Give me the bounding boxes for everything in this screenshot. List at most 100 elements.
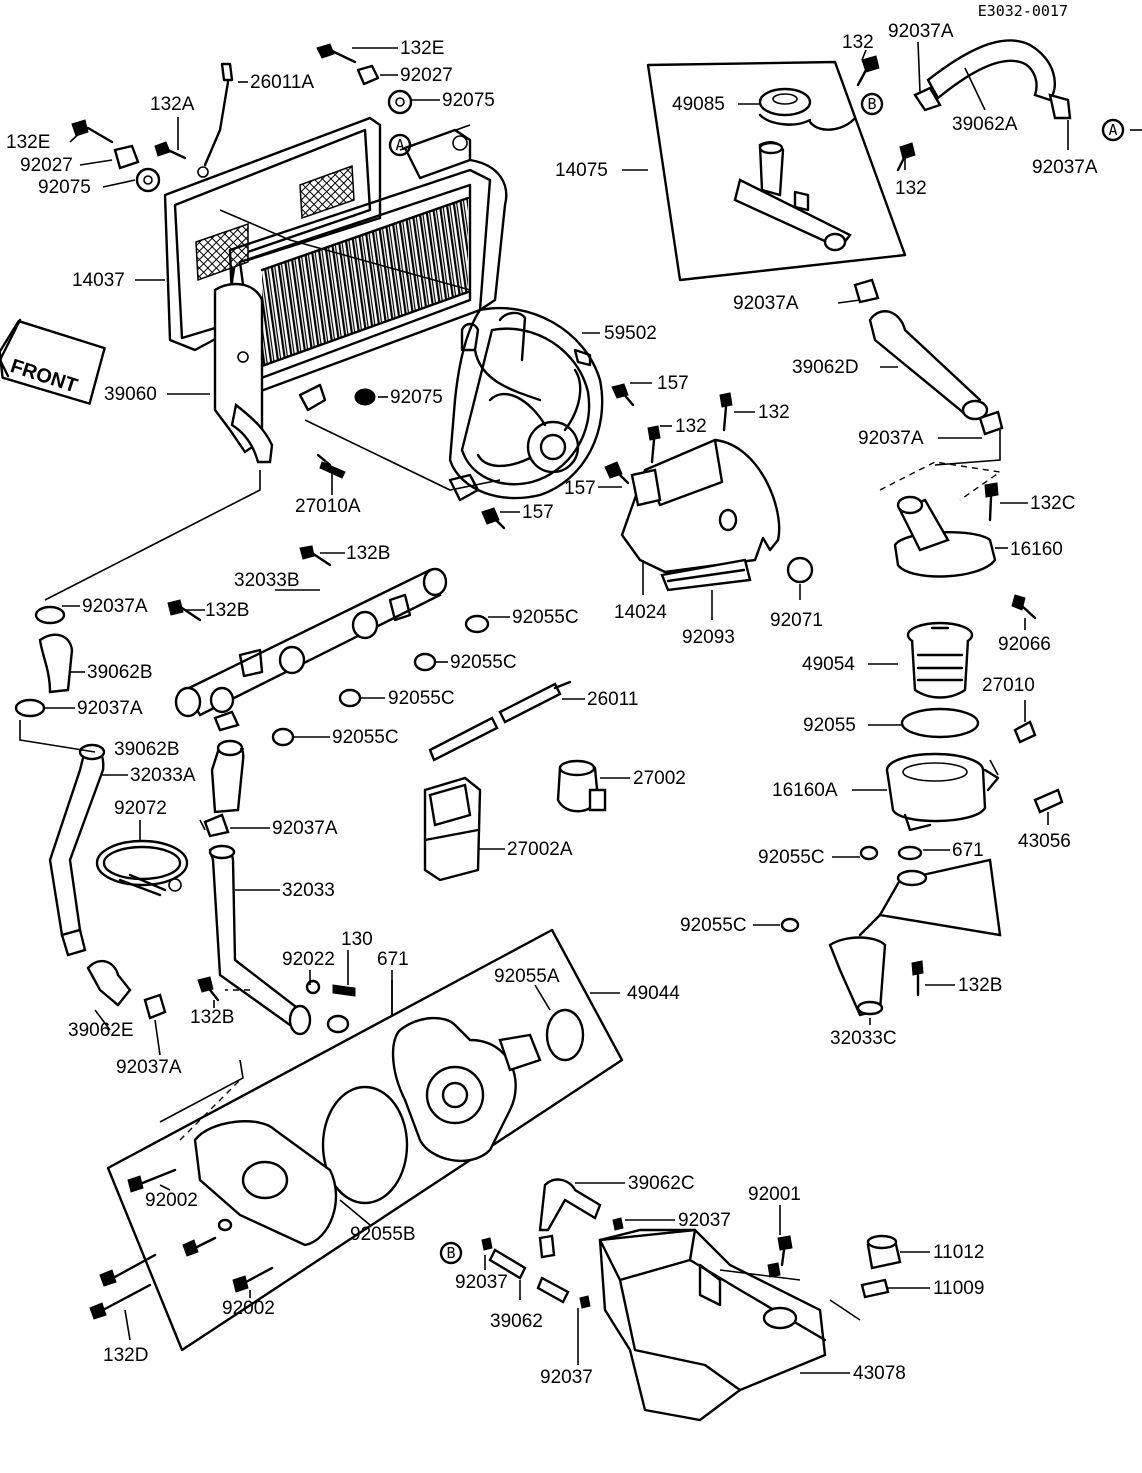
label-14024: 14024 <box>614 602 667 623</box>
pipe-32033a <box>48 743 106 957</box>
label-92093: 92093 <box>682 627 735 648</box>
label-92037-1: 92037 <box>678 1210 731 1231</box>
label-49044: 49044 <box>627 983 680 1004</box>
front-arrow: FRONT <box>0 318 106 405</box>
marker-a-right: A <box>1101 118 1142 142</box>
thermostat <box>906 621 974 699</box>
marker-b-text-1: B <box>867 95 876 113</box>
label-132b-3: 132B <box>190 1007 234 1028</box>
reserve-tank-cap <box>860 1234 902 1299</box>
label-92055a: 92055A <box>494 966 560 987</box>
hose-39062d <box>853 278 1004 436</box>
label-49085: 49085 <box>672 94 725 115</box>
thermostat-housing <box>885 720 1064 832</box>
label-92037-2: 92037 <box>455 1272 508 1293</box>
label-92055c-1: 92055C <box>512 607 579 628</box>
label-92037a-right: 92037A <box>1032 157 1098 178</box>
label-32033b: 32033B <box>234 570 300 591</box>
marker-a-text-2: A <box>1108 121 1117 139</box>
label-132-fan-2: 132 <box>758 402 790 423</box>
marker-b-top: B <box>860 92 884 116</box>
cooling-fan <box>448 306 604 502</box>
hose-39062b-upper <box>14 605 74 718</box>
label-132-fan-1: 132 <box>675 416 707 437</box>
label-92022: 92022 <box>282 949 335 970</box>
label-92055c-4: 92055C <box>332 727 399 748</box>
label-130: 130 <box>341 929 373 950</box>
label-132d: 132D <box>103 1345 148 1366</box>
label-92037a-top: 92037A <box>888 21 954 42</box>
connector-27002a <box>423 776 482 882</box>
label-92001: 92001 <box>748 1184 801 1205</box>
hose-39062e <box>86 959 167 1020</box>
label-16160a: 16160A <box>772 780 838 801</box>
radiator <box>163 116 508 479</box>
label-27010: 27010 <box>982 675 1035 696</box>
label-92037a-low: 92037A <box>858 428 924 449</box>
label-39060: 39060 <box>104 384 157 405</box>
label-92075-1: 92075 <box>442 90 495 111</box>
label-27002: 27002 <box>633 768 686 789</box>
label-671-r: 671 <box>952 840 984 861</box>
pipe-32033c <box>780 845 1002 1017</box>
label-32033: 32033 <box>282 880 335 901</box>
hose-clamp-92072 <box>95 839 189 897</box>
filler-neck-box <box>646 55 916 282</box>
marker-a-radiator: A <box>388 133 412 157</box>
switch-27002 <box>556 759 607 813</box>
label-92075-3: 92075 <box>390 387 443 408</box>
label-39062b-2: 39062B <box>114 739 180 760</box>
label-92072: 92072 <box>114 798 167 819</box>
lead-wire-26011 <box>428 680 572 762</box>
label-132b-r: 132B <box>958 975 1002 996</box>
label-39062c: 39062C <box>628 1173 695 1194</box>
reserve-tank <box>598 1228 827 1422</box>
label-92055c-3: 92055C <box>388 688 455 709</box>
fan-shroud <box>620 392 814 592</box>
water-pump-assembly <box>89 928 624 1352</box>
marker-b-text-2: B <box>446 1244 455 1262</box>
hose-39062b-lower <box>203 739 245 838</box>
part-number-labels: E3032-0017 132E 92027 92075 26011A 132A … <box>6 2 1098 1388</box>
hose-39062a <box>913 39 1072 120</box>
label-39062a: 39062A <box>952 114 1018 135</box>
label-59502: 59502 <box>604 323 657 344</box>
label-132b-1: 132B <box>346 543 390 564</box>
label-132b-2: 132B <box>205 600 249 621</box>
label-92037a-l3: 92037A <box>272 818 338 839</box>
label-132e-2: 132E <box>6 132 50 153</box>
label-32033c: 32033C <box>830 1028 897 1049</box>
label-92002-1: 92002 <box>145 1190 198 1211</box>
label-157-3: 157 <box>522 502 554 523</box>
o-ring-92055 <box>900 707 980 739</box>
label-132e-1: 132E <box>400 38 444 59</box>
label-92055-r: 92055 <box>803 715 856 736</box>
label-132-top: 132 <box>842 32 874 53</box>
pipe-32033 <box>197 844 356 1036</box>
fan-bolts <box>481 383 635 530</box>
label-132-mid: 132 <box>895 178 927 199</box>
label-39062b-1: 39062B <box>87 662 153 683</box>
label-27002a: 27002A <box>507 839 573 860</box>
label-43056: 43056 <box>1018 831 1071 852</box>
label-49054: 49054 <box>802 654 855 675</box>
marker-b-bottom: B <box>439 1241 463 1265</box>
label-132a: 132A <box>150 94 195 115</box>
label-92066: 92066 <box>998 634 1051 655</box>
label-157-1: 157 <box>657 373 689 394</box>
thermostat-cover <box>879 461 1037 620</box>
radiator-mount-hardware <box>71 43 413 193</box>
label-43078: 43078 <box>853 1363 906 1384</box>
marker-a-text-1: A <box>395 136 404 154</box>
label-92075-2: 92075 <box>38 177 91 198</box>
label-671-l: 671 <box>377 949 409 970</box>
label-92055c-r2: 92055C <box>680 915 747 936</box>
label-14037: 14037 <box>72 270 125 291</box>
label-92037-3: 92037 <box>540 1367 593 1388</box>
label-132c: 132C <box>1030 493 1075 514</box>
label-92055c-r: 92055C <box>758 847 825 868</box>
label-92027-2: 92027 <box>20 155 73 176</box>
label-92027-1: 92027 <box>400 65 453 86</box>
tank-hoses <box>481 1178 624 1309</box>
